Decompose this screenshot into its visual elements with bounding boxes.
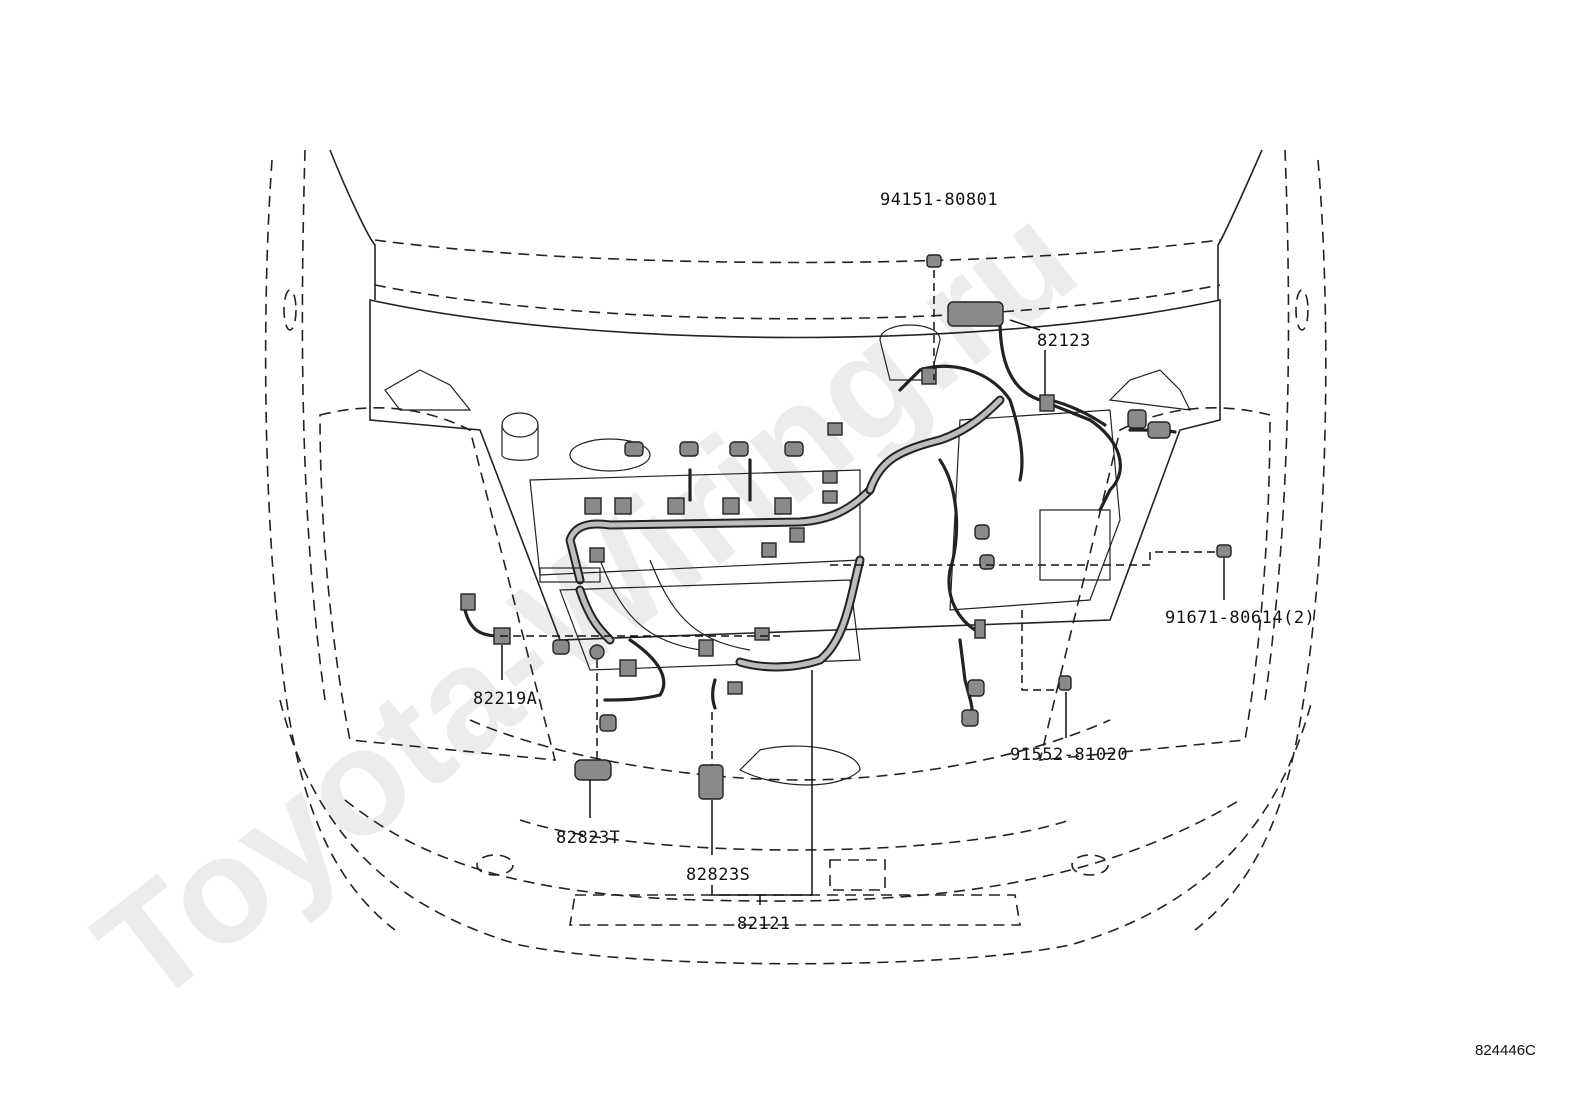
- label-91671-80614: 91671-80614(2): [1165, 608, 1315, 628]
- part-labels: 94151-80801 82123 91671-80614(2) 82219A …: [473, 190, 1315, 934]
- engine-wire-harness: [463, 318, 1177, 722]
- label-82823T: 82823T: [556, 828, 620, 848]
- label-82219A: 82219A: [473, 689, 537, 709]
- label-82121: 82121: [737, 914, 791, 934]
- diagram-reference-number: 824446C: [1475, 1042, 1536, 1059]
- leader-lines: [500, 270, 1225, 905]
- label-82823S: 82823S: [686, 865, 750, 885]
- vehicle-body-outline: [264, 149, 1327, 965]
- label-91552-81020: 91552-81020: [1010, 745, 1128, 765]
- label-94151-80801: 94151-80801: [880, 190, 998, 210]
- label-82123: 82123: [1037, 331, 1091, 351]
- connectors: [460, 254, 1232, 800]
